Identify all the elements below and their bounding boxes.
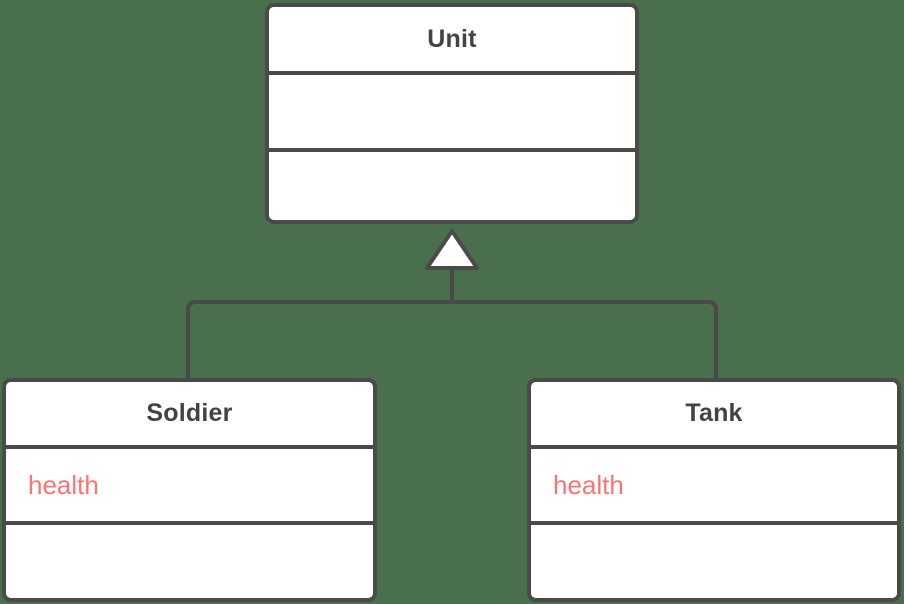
class-attributes-compartment[interactable]: health: [6, 449, 373, 525]
class-title-compartment: Unit: [269, 7, 635, 75]
generalization-arrow-icon: [425, 229, 479, 270]
class-name-tank: Tank: [685, 399, 743, 427]
class-title-compartment: Soldier: [6, 382, 373, 449]
class-box-unit[interactable]: Unit: [265, 3, 639, 224]
class-name-soldier: Soldier: [146, 399, 233, 427]
class-methods-compartment[interactable]: [531, 525, 897, 598]
class-methods-compartment[interactable]: [269, 152, 635, 220]
class-box-soldier[interactable]: Soldier health: [2, 378, 377, 602]
class-attributes-compartment[interactable]: health: [531, 449, 897, 525]
class-attribute-soldier-health: health: [28, 470, 99, 500]
class-methods-compartment[interactable]: [6, 525, 373, 598]
class-box-tank[interactable]: Tank health: [527, 378, 901, 602]
connector-fork: [186, 300, 718, 378]
class-attribute-tank-health: health: [553, 470, 624, 500]
class-title-compartment: Tank: [531, 382, 897, 449]
class-name-unit: Unit: [427, 24, 477, 53]
class-attributes-compartment[interactable]: [269, 75, 635, 152]
